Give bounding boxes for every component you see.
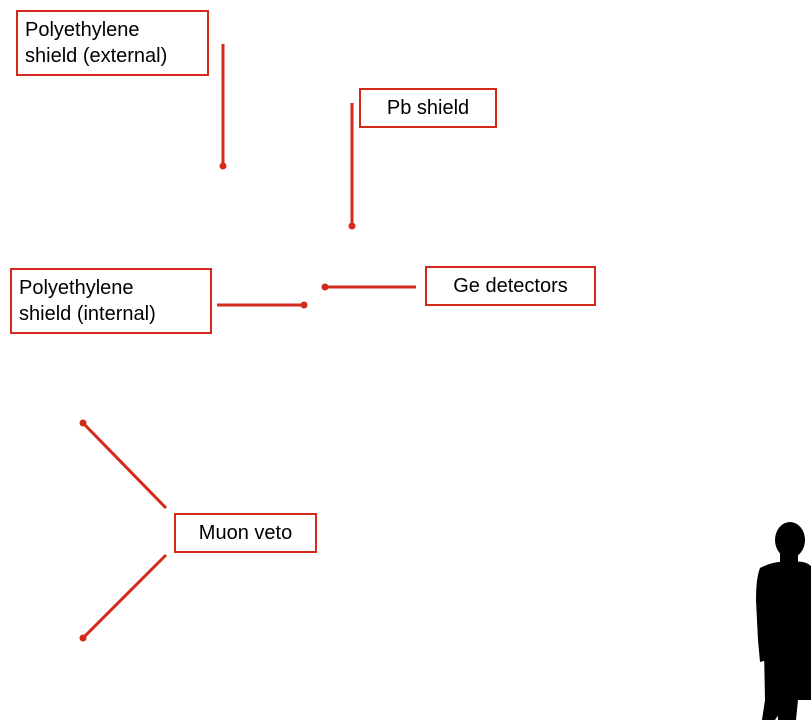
label-ge-detectors: Ge detectors <box>425 266 596 306</box>
label-poly-internal-line1: Polyethylene <box>19 277 134 299</box>
label-ge-detectors-text: Ge detectors <box>453 275 568 297</box>
leader-muon-veto-lower <box>81 553 168 640</box>
leader-muon-veto-upper <box>81 421 168 510</box>
leader-dot-muon-veto-upper <box>79 419 87 427</box>
leader-dot-muon-veto-lower <box>79 634 87 642</box>
label-pb-shield-text: Pb shield <box>386 97 470 119</box>
label-poly-external: Polyethylene shield (external) <box>16 10 209 76</box>
leader-dot-poly-external <box>219 162 227 170</box>
label-poly-internal: Polyethylene shield (internal) <box>10 268 212 334</box>
label-pb-shield: Pb shield <box>359 88 497 128</box>
leader-dot-pb-shield <box>348 222 356 230</box>
label-poly-internal-line2: shield (internal) <box>19 303 156 325</box>
label-poly-external-line2: shield (external) <box>25 45 168 67</box>
leader-dot-ge-detectors <box>321 283 329 291</box>
label-poly-external-line1: Polyethylene <box>25 19 140 41</box>
label-muon-veto-text: Muon veto <box>198 522 293 544</box>
label-muon-veto: Muon veto <box>174 513 317 553</box>
leader-dot-poly-internal <box>300 301 308 309</box>
